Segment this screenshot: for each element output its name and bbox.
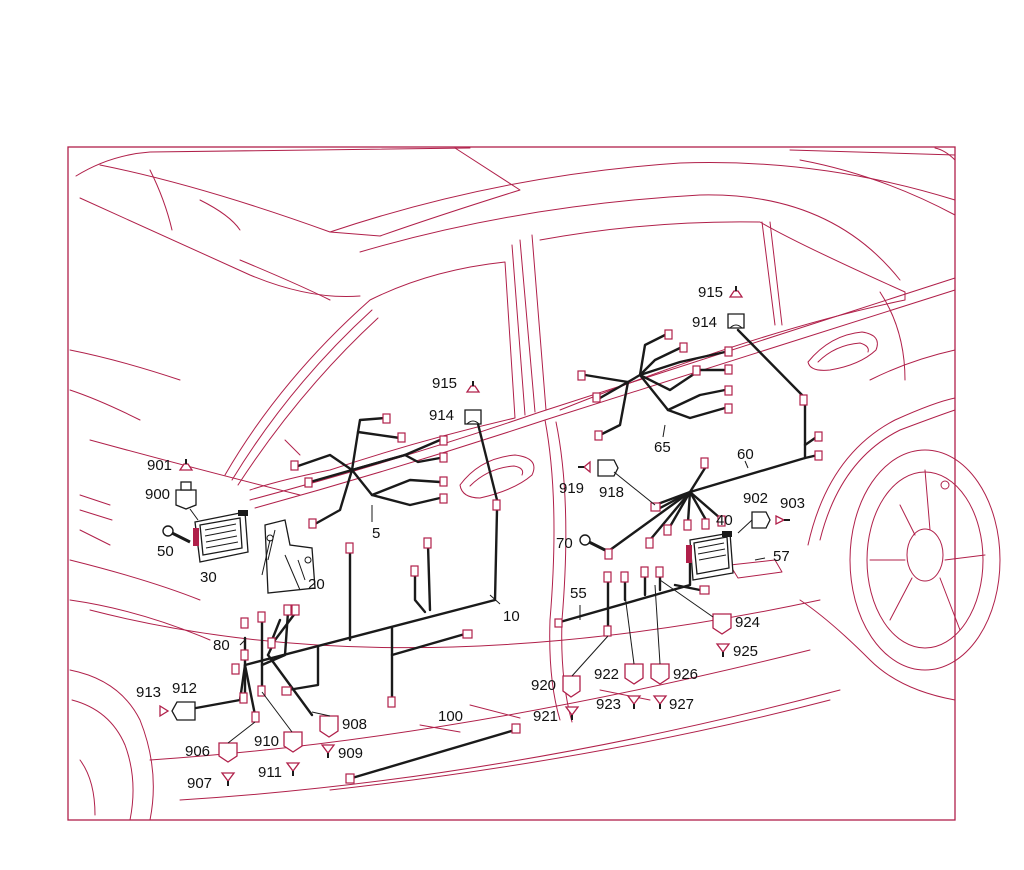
label-913: 913	[136, 684, 161, 701]
connector-912-housing	[171, 701, 196, 721]
screw-50	[162, 525, 191, 544]
connector-924-housing	[659, 579, 732, 635]
label-914-rear: 914	[692, 314, 717, 331]
label-920: 920	[531, 677, 556, 694]
connector-901-seal	[178, 459, 194, 471]
label-909: 909	[338, 745, 363, 762]
label-914-front: 914	[429, 407, 454, 424]
label-902: 902	[743, 490, 768, 507]
label-910: 910	[254, 733, 279, 750]
label-925: 925	[733, 643, 758, 660]
connector-923-seal	[626, 695, 642, 709]
connector-910-housing	[261, 691, 303, 753]
label-927: 927	[669, 696, 694, 713]
label-915-front: 915	[432, 375, 457, 392]
label-911: 911	[258, 764, 282, 781]
label-10: 10	[503, 608, 520, 625]
connector-915-front-seal	[465, 381, 481, 393]
label-918: 918	[599, 484, 624, 501]
front-door-control-unit-30	[193, 510, 249, 563]
connector-921-seal	[564, 706, 580, 720]
diagram-frame	[67, 146, 956, 821]
connector-914-front-housing	[464, 409, 482, 425]
label-924: 924	[735, 614, 760, 631]
connector-902-housing	[737, 511, 771, 534]
screw-70	[579, 534, 606, 552]
label-55: 55	[570, 585, 587, 602]
connector-918-housing	[597, 459, 656, 506]
rear-door-main-harness-60	[558, 328, 820, 632]
connector-903-seal	[775, 514, 790, 526]
connector-927-seal	[652, 695, 668, 709]
label-80: 80	[213, 637, 230, 654]
rear-door-main-harness-connectors	[554, 394, 823, 637]
connector-908-housing	[311, 711, 339, 738]
car-body-outline	[69, 147, 1001, 821]
connector-925-seal	[715, 643, 731, 657]
label-65: 65	[654, 439, 671, 456]
label-912: 912	[172, 680, 197, 697]
label-70: 70	[556, 535, 573, 552]
label-20: 20	[308, 576, 325, 593]
connector-914-rear-housing	[727, 313, 745, 329]
cable-100	[345, 723, 521, 784]
connector-920-housing	[562, 635, 609, 698]
label-915-rear: 915	[698, 284, 723, 301]
label-926: 926	[673, 666, 698, 683]
front-door-main-harness-connectors	[231, 499, 501, 723]
front-door-window-harness-5	[296, 416, 442, 526]
label-922: 922	[594, 666, 619, 683]
rear-door-window-harness-connectors	[577, 329, 733, 441]
part-labels: 5 10 20 30 40 50 55 57 60 65 70 80 100 9…	[136, 284, 805, 792]
label-901: 901	[147, 457, 172, 474]
connector-922-housing	[624, 594, 644, 685]
trim-57	[754, 557, 766, 561]
label-5: 5	[372, 525, 380, 542]
label-907: 907	[187, 775, 212, 792]
label-30: 30	[200, 569, 217, 586]
label-906: 906	[185, 743, 210, 760]
label-60: 60	[737, 446, 754, 463]
label-919: 919	[559, 480, 584, 497]
label-50: 50	[157, 543, 174, 560]
leader-lines	[239, 424, 749, 646]
connector-913-seal	[159, 704, 170, 718]
connector-911-seal	[285, 762, 301, 776]
connector-926-housing	[650, 584, 670, 685]
connector-900-housing	[175, 481, 199, 521]
label-908: 908	[342, 716, 367, 733]
front-door-main-harness-10	[183, 418, 499, 717]
connector-919-seal	[578, 460, 591, 474]
label-923: 923	[596, 696, 621, 713]
bracket-20	[261, 519, 316, 594]
label-921: 921	[533, 708, 558, 725]
connector-915-rear-seal	[728, 286, 744, 298]
label-903: 903	[780, 495, 805, 512]
connector-909-seal	[320, 744, 336, 758]
rear-door-window-harness-65	[583, 333, 727, 437]
label-40: 40	[716, 512, 733, 529]
label-57: 57	[773, 548, 790, 565]
label-900: 900	[145, 486, 170, 503]
connector-906-housing	[218, 721, 256, 763]
connector-907-seal	[220, 772, 236, 786]
rear-door-control-unit-40	[686, 531, 734, 581]
front-door-window-harness-connectors	[290, 413, 448, 529]
label-100: 100	[438, 708, 463, 725]
